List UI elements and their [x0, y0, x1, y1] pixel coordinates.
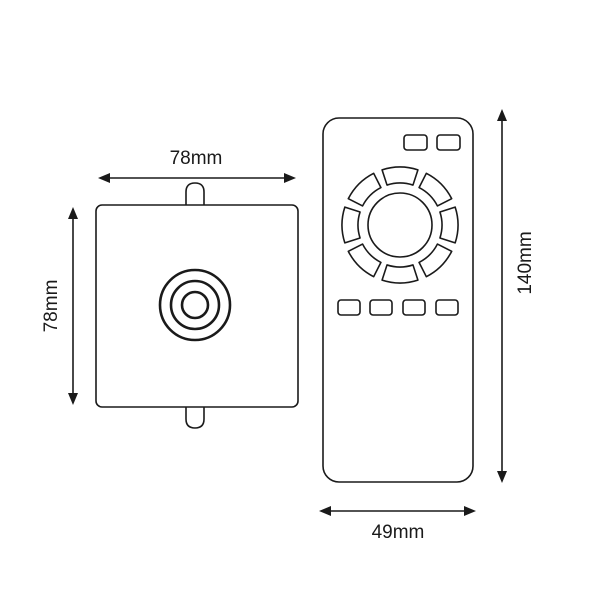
remote-width-dimension: 49mm — [319, 506, 476, 543]
dpad-ring-segment — [347, 172, 382, 207]
dpad-ring-segment — [341, 206, 361, 244]
remote-dpad — [341, 166, 459, 284]
dpad-ring — [341, 166, 459, 284]
arrowhead-up-icon — [497, 109, 507, 121]
arrowhead-right-icon — [464, 506, 476, 516]
receiver-height-dimension: 78mm — [41, 207, 78, 405]
arrowhead-up-icon — [68, 207, 78, 219]
dpad-ring-segment — [418, 243, 453, 278]
remote-top-buttons — [403, 134, 461, 151]
dpad-ring-segment — [347, 243, 382, 278]
arrowhead-down-icon — [68, 393, 78, 405]
remote-top-button — [403, 134, 428, 151]
receiver-width-label: 78mm — [170, 148, 223, 169]
receiver-unit — [95, 182, 299, 429]
arrowhead-left-icon — [98, 173, 110, 183]
remote-height-dimension: 140mm — [497, 109, 536, 483]
receiver-sensor — [158, 268, 232, 342]
arrowhead-right-icon — [284, 173, 296, 183]
receiver-height-label: 78mm — [41, 280, 62, 333]
dpad-center-button — [367, 192, 433, 258]
remote-bottom-buttons — [337, 299, 459, 316]
sensor-outer-ring — [158, 268, 232, 342]
receiver-body — [95, 204, 299, 408]
remote-top-button — [436, 134, 461, 151]
receiver-top-tab — [185, 182, 205, 205]
dpad-ring-segment — [439, 206, 459, 244]
dpad-ring-segment — [381, 166, 419, 186]
remote-control — [322, 117, 474, 483]
remote-width-label: 49mm — [372, 522, 425, 543]
receiver-width-dimension: 78mm — [98, 148, 296, 183]
remote-body — [322, 117, 474, 483]
arrowhead-left-icon — [319, 506, 331, 516]
arrowhead-down-icon — [497, 471, 507, 483]
remote-height-label: 140mm — [515, 231, 536, 294]
sensor-middle-ring — [169, 279, 221, 331]
remote-bottom-button — [435, 299, 459, 316]
sensor-inner-ring — [180, 290, 210, 320]
receiver-bottom-tab — [185, 407, 205, 429]
dpad-ring-segment — [381, 264, 419, 284]
dpad-ring-segment — [418, 172, 453, 207]
remote-bottom-button — [369, 299, 393, 316]
remote-bottom-button — [337, 299, 361, 316]
remote-bottom-button — [402, 299, 426, 316]
